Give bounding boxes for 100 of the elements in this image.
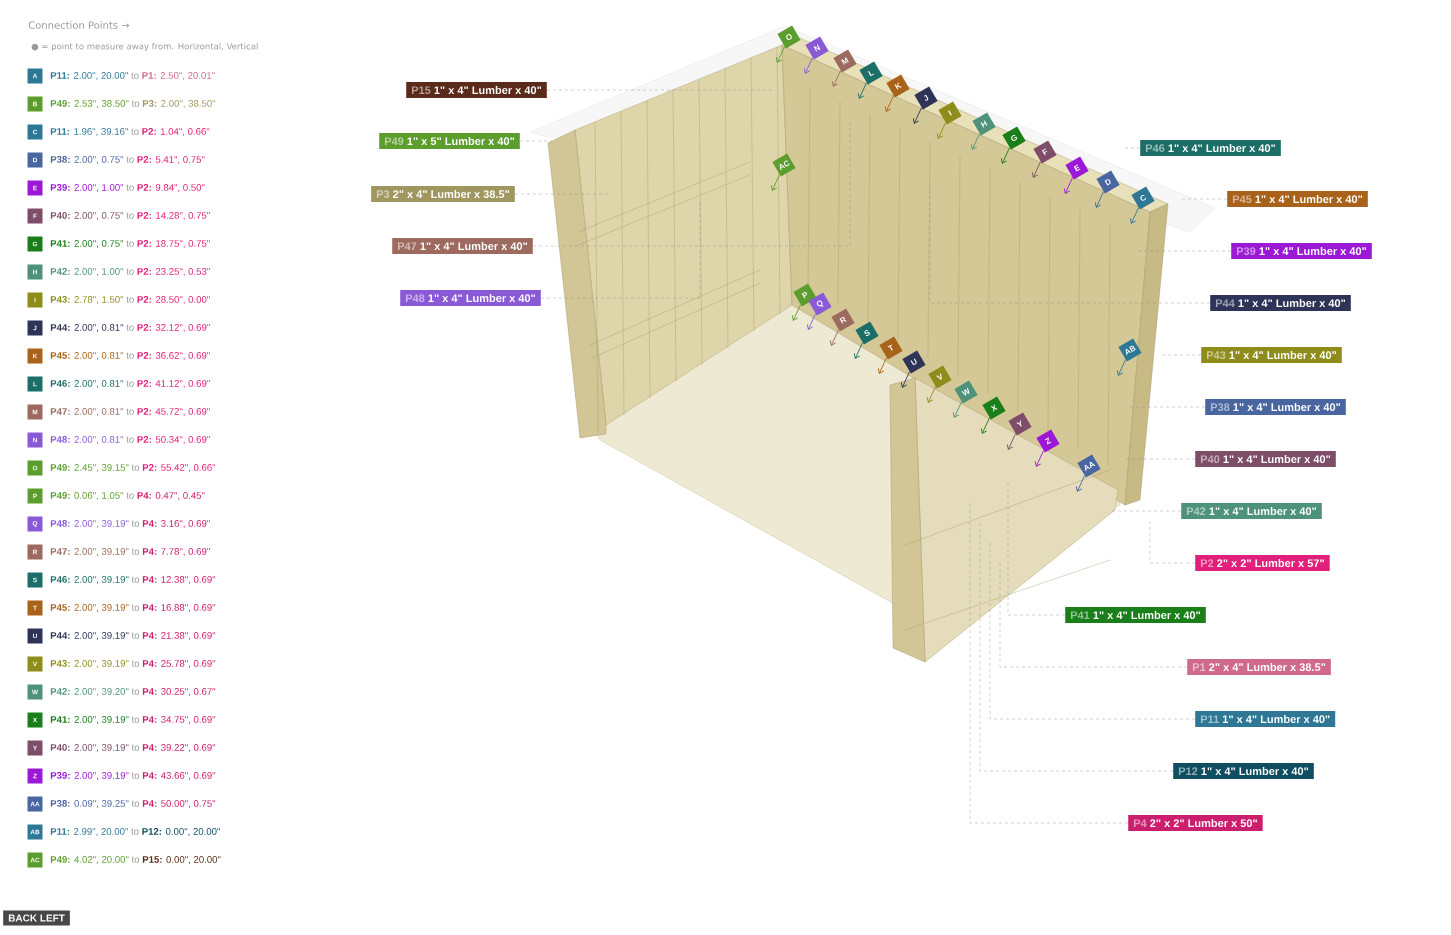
part-label: P41 1" x 4" Lumber x 40" bbox=[1065, 606, 1206, 624]
node-label: 32.12", 0.69" bbox=[155, 324, 210, 332]
node-label: to bbox=[131, 604, 140, 611]
node-label: P4: bbox=[142, 800, 157, 807]
node-label: P4: bbox=[142, 744, 157, 751]
node-label: 41.12", 0.69" bbox=[155, 380, 210, 388]
node-label: 2.00", 38.50" bbox=[161, 100, 216, 108]
node-label: 0.47", 0.45" bbox=[155, 492, 205, 500]
measurement-text: P38: 2.00", 0.75" to P2: 5.41", 0.75" bbox=[50, 156, 205, 164]
node-label: 2.00", 20.00" bbox=[73, 72, 128, 80]
node-label: P39: bbox=[50, 184, 70, 191]
arrow bbox=[829, 329, 839, 346]
node-label: 21.38", 0.69" bbox=[161, 632, 216, 640]
node-label: 16.88", 0.69" bbox=[161, 604, 216, 612]
node-label: P4: bbox=[142, 604, 157, 611]
node-label: 2.00", 39.19" bbox=[74, 604, 129, 612]
measurement-text: P42: 2.00", 39.20" to P4: 30.25", 0.67" bbox=[50, 688, 216, 696]
part-label: P49 1" x 5" Lumber x 40" bbox=[379, 132, 520, 150]
node-label: to bbox=[131, 520, 140, 527]
node-label: P41: bbox=[50, 716, 70, 723]
measurement-text: P44: 2.00", 0.81" to P2: 32.12", 0.69" bbox=[50, 324, 210, 332]
node-label: 5.41", 0.75" bbox=[155, 156, 205, 164]
node-label: 1.04", 0.66" bbox=[160, 128, 210, 136]
node-label: to bbox=[126, 156, 134, 163]
node-label: to bbox=[126, 240, 134, 247]
node-label: P43: bbox=[50, 660, 70, 667]
node-label: 50.34", 0.69" bbox=[155, 436, 210, 444]
arrow bbox=[1094, 191, 1104, 208]
arrow bbox=[900, 371, 910, 388]
arrow bbox=[1116, 359, 1126, 376]
arrow bbox=[1031, 161, 1041, 178]
letter-tag: V bbox=[928, 365, 952, 389]
node-label: P4: bbox=[137, 492, 151, 499]
node-label: 2.00", 0.81" bbox=[74, 436, 124, 444]
node-label: P41: bbox=[50, 240, 70, 247]
node-label: P42: bbox=[50, 268, 70, 275]
arrow bbox=[857, 82, 867, 99]
node-label: P2: bbox=[137, 268, 151, 275]
node-label: 2.53", 38.50" bbox=[74, 100, 129, 108]
letter-tag: T bbox=[879, 336, 903, 360]
node-label: P4: bbox=[142, 520, 157, 527]
node-label: to bbox=[126, 296, 134, 303]
measurement-text: P48: 2.00", 0.81" to P2: 50.34", 0.69" bbox=[50, 436, 210, 444]
node-label: to bbox=[126, 408, 134, 415]
measurement-text: P47: 2.00", 39.19" to P4: 7.78", 0.69" bbox=[50, 548, 210, 556]
node-label: 2.00", 39.19" bbox=[74, 772, 129, 780]
node-label: P11: bbox=[50, 72, 70, 79]
arrow bbox=[926, 386, 936, 403]
letter-tag: AC bbox=[772, 153, 796, 177]
node-label: 2.00", 0.81" bbox=[74, 380, 124, 388]
node-label: to bbox=[131, 716, 140, 723]
node-label: to bbox=[131, 548, 140, 555]
node-label: 43.66", 0.69" bbox=[160, 772, 216, 780]
node-label: 36.62", 0.69" bbox=[155, 352, 210, 360]
node-label: 28.50", 0.00" bbox=[155, 296, 210, 304]
node-label: P46: bbox=[50, 576, 70, 583]
node-label: 0.00", 20.00" bbox=[165, 828, 220, 836]
node-label: P44: bbox=[50, 632, 70, 639]
letter-tag: K bbox=[886, 74, 910, 98]
letter-tag: AB bbox=[1118, 338, 1142, 362]
node-label: 2.00", 0.75" bbox=[74, 156, 124, 164]
measurement-text: P38: 0.09", 39.25" to P4: 50.00", 0.75" bbox=[50, 800, 216, 808]
measurement-text: P49: 2.45", 39.15" to P2: 55.42", 0.66" bbox=[50, 464, 216, 472]
arrow bbox=[803, 57, 813, 74]
node-label: 2.00", 1.00" bbox=[74, 268, 124, 276]
letter-tag: C bbox=[1131, 186, 1155, 210]
part-label: P43 1" x 4" Lumber x 40" bbox=[1201, 346, 1342, 364]
node-label: 3.16", 0.69" bbox=[161, 520, 210, 528]
measurement-text: P41: 2.00", 39.19" to P4: 34.75", 0.69" bbox=[50, 716, 216, 724]
arrow bbox=[952, 401, 962, 418]
node-label: P43: bbox=[50, 296, 70, 303]
node-label: 2.00", 0.75" bbox=[74, 240, 124, 248]
node-label: P38: bbox=[50, 800, 70, 807]
measurement-text: P44: 2.00", 39.19" to P4: 21.38", 0.69" bbox=[50, 632, 216, 640]
node-label: P2: bbox=[137, 324, 151, 331]
arrow bbox=[884, 95, 894, 112]
node-label: 2.00", 39.19" bbox=[74, 744, 129, 752]
node-label: P47: bbox=[50, 408, 70, 415]
node-label: 55.42", 0.66" bbox=[161, 464, 216, 472]
leader-line bbox=[532, 119, 851, 247]
measurement-text: P11: 2.00", 20.00" to P1: 2.50", 20.01" bbox=[50, 72, 215, 80]
measurement-text: P11: 2.99", 20.00" to P12: 0.00", 20.00" bbox=[50, 828, 220, 836]
node-label: to bbox=[131, 128, 139, 135]
node-label: 2.00", 0.81" bbox=[74, 324, 124, 332]
measurement-text: P43: 2.00", 39.19" to P4: 25.78", 0.69" bbox=[50, 660, 216, 668]
letter-tag: AA bbox=[1077, 454, 1101, 478]
node-label: 2.00", 0.81" bbox=[74, 408, 124, 416]
arrow bbox=[1129, 207, 1139, 224]
arrow bbox=[770, 174, 780, 191]
letter-tag: W bbox=[954, 380, 978, 404]
node-label: 2.00", 1.00" bbox=[74, 184, 124, 192]
measurement-text: P49: 0.06", 1.05" to P4: 0.47", 0.45" bbox=[50, 492, 205, 500]
measurement-text: P41: 2.00", 0.75" to P2: 18.75", 0.75" bbox=[50, 240, 210, 248]
node-label: 2.00", 39.20" bbox=[74, 688, 129, 696]
part-label: P42 1" x 4" Lumber x 40" bbox=[1181, 502, 1322, 520]
letter-tag: L bbox=[859, 61, 883, 85]
node-label: 0.09", 39.25" bbox=[74, 800, 129, 808]
node-label: 9.84", 0.50" bbox=[155, 184, 205, 192]
node-label: P2: bbox=[137, 184, 151, 191]
node-label: P2: bbox=[137, 240, 151, 247]
